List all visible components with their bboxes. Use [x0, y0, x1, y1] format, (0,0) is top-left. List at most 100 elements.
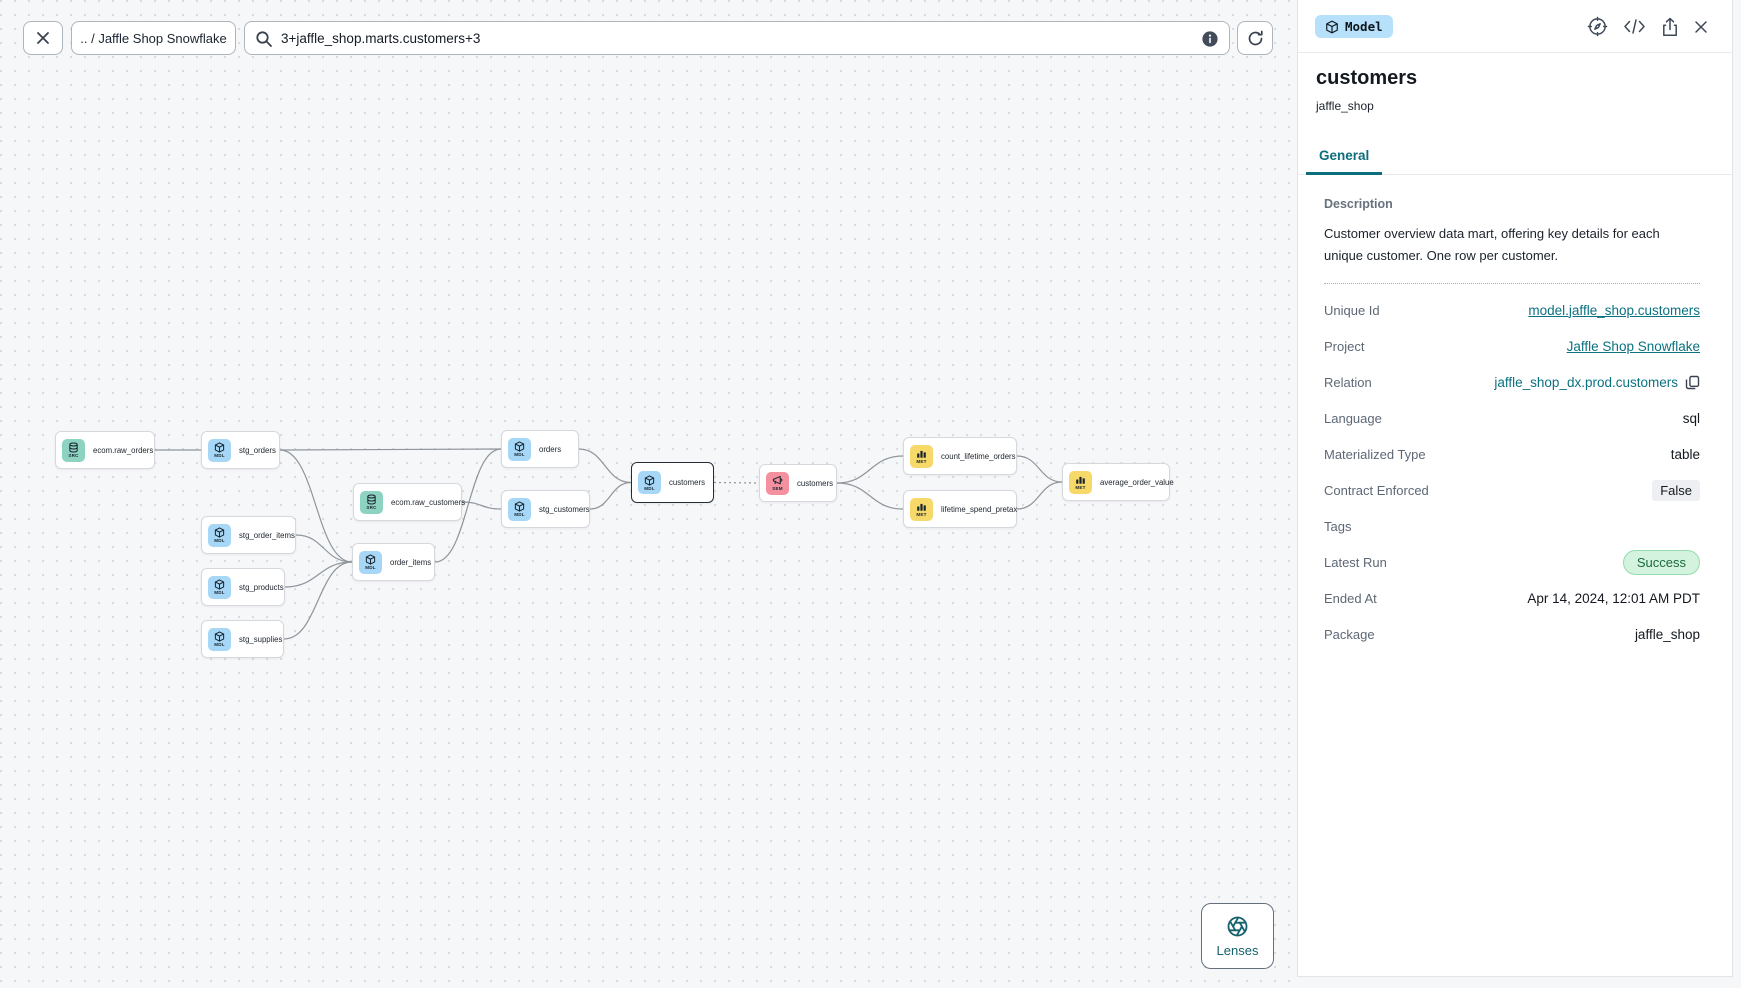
field-row-contract-enforced: Contract Enforced False — [1324, 472, 1700, 508]
unique-id-link[interactable]: model.jaffle_shop.customers — [1528, 302, 1700, 318]
description-text: Customer overview data mart, offering ke… — [1324, 226, 1660, 263]
mdl-type-icon: MDL — [359, 550, 382, 574]
graph-node-ecom.raw_orders[interactable]: SRC ecom.raw_orders — [55, 431, 155, 469]
node-label: stg_customers — [539, 504, 590, 514]
model-cube-icon — [1326, 20, 1338, 33]
node-label: stg_products — [239, 582, 284, 592]
resource-type-label: Model — [1345, 19, 1383, 34]
edge-customers_sem-to-count_lifetime_orders — [836, 455, 904, 484]
graph-node-order_items[interactable]: MDL order_items — [352, 543, 435, 581]
close-panel-button[interactable] — [1694, 20, 1708, 34]
project-link[interactable]: Jaffle Shop Snowflake — [1566, 338, 1700, 354]
graph-node-stg_supplies[interactable]: MDL stg_supplies — [201, 620, 284, 658]
relation-text: jaffle_shop_dx.prod.customers — [1494, 374, 1678, 390]
edge-customers_sem-to-lifetime_spend_pretax — [836, 482, 904, 510]
general-section: Description Customer overview data mart,… — [1298, 175, 1732, 652]
share-icon — [1663, 17, 1677, 36]
node-label: customers — [797, 478, 833, 488]
ended-at-value: Apr 14, 2024, 12:01 AM PDT — [1527, 590, 1700, 606]
edge-order_items-to-orders — [434, 448, 502, 563]
node-label: order_items — [390, 557, 432, 567]
tab-general[interactable]: General — [1306, 140, 1383, 175]
info-icon[interactable] — [1201, 30, 1219, 48]
graph-node-average_order_value[interactable]: MET average_order_value — [1062, 463, 1174, 501]
field-label: Latest Run — [1324, 554, 1387, 570]
share-button[interactable] — [1661, 17, 1679, 37]
package-subtitle: jaffle_shop — [1316, 99, 1374, 113]
materialized-type-value: table — [1670, 446, 1700, 462]
field-label: Materialized Type — [1324, 446, 1426, 462]
details-panel: Model — [1297, 0, 1733, 977]
field-row-materialized-type: Materialized Type table — [1324, 436, 1700, 472]
mdl-type-icon: MDL — [508, 437, 531, 461]
close-lineage-button[interactable] — [23, 21, 63, 55]
sem-type-icon: SEM — [766, 471, 789, 495]
field-row-tags: Tags — [1324, 508, 1700, 544]
edge-customers-to-customers_sem — [713, 481, 760, 484]
view-code-button[interactable] — [1623, 19, 1646, 34]
aperture-icon — [1227, 916, 1248, 936]
edge-lifetime_spend_pretax-to-average_order_value — [1016, 481, 1063, 510]
search-input[interactable] — [279, 29, 1195, 47]
close-icon — [1695, 20, 1707, 33]
language-value: sql — [1682, 410, 1700, 426]
src-type-icon: SRC — [62, 438, 85, 462]
edge-stg_products-to-order_items — [284, 561, 353, 588]
field-label: Tags — [1324, 518, 1352, 534]
edge-stg_orders-to-orders — [279, 448, 502, 451]
code-icon — [1624, 19, 1645, 34]
node-label: ecom.raw_customers — [391, 497, 466, 507]
node-label: stg_orders — [239, 445, 276, 455]
contract-enforced-badge: False — [1652, 479, 1700, 501]
edge-stg_customers-to-customers — [589, 481, 632, 510]
met-type-icon: MET — [910, 444, 933, 468]
node-label: average_order_value — [1100, 477, 1174, 487]
package-value: jaffle_shop — [1634, 626, 1700, 642]
lenses-label: Lenses — [1216, 942, 1259, 958]
resource-type-badge: Model — [1315, 15, 1393, 38]
edge-count_lifetime_orders-to-average_order_value — [1016, 455, 1063, 483]
lenses-button[interactable]: Lenses — [1201, 903, 1274, 969]
copy-button[interactable] — [1685, 375, 1700, 390]
panel-actions — [1587, 16, 1708, 37]
refresh-button[interactable] — [1237, 21, 1273, 55]
status-badge: Success — [1622, 549, 1700, 575]
src-type-icon: SRC — [360, 490, 383, 514]
breadcrumb[interactable]: .. / Jaffle Shop Snowflake — [71, 21, 236, 55]
graph-node-customers_sem[interactable]: SEM customers — [759, 464, 837, 502]
met-type-icon: MET — [1069, 470, 1092, 494]
mdl-type-icon: MDL — [208, 627, 231, 651]
explore-button[interactable] — [1587, 16, 1608, 37]
panel-title-block: customers jaffle_shop — [1298, 53, 1732, 113]
graph-node-ecom.raw_customers[interactable]: SRC ecom.raw_customers — [353, 483, 466, 521]
panel-tabs: General — [1298, 140, 1732, 175]
compass-icon — [1587, 16, 1608, 37]
refresh-icon — [1248, 30, 1263, 45]
field-label: Language — [1324, 410, 1382, 426]
mdl-type-icon: MDL — [638, 471, 661, 494]
panel-header: Model — [1298, 0, 1732, 53]
field-row-latest-run: Latest Run Success — [1324, 544, 1700, 580]
field-label: Contract Enforced — [1324, 482, 1429, 498]
node-label: stg_supplies — [239, 634, 283, 644]
edge-ecom.raw_customers-to-stg_customers — [461, 501, 502, 510]
node-label: ecom.raw_orders — [93, 445, 154, 455]
relation-value: jaffle_shop_dx.prod.customers — [1494, 375, 1700, 390]
lineage-edges — [155, 448, 1063, 640]
field-row-language: Language sql — [1324, 400, 1700, 436]
